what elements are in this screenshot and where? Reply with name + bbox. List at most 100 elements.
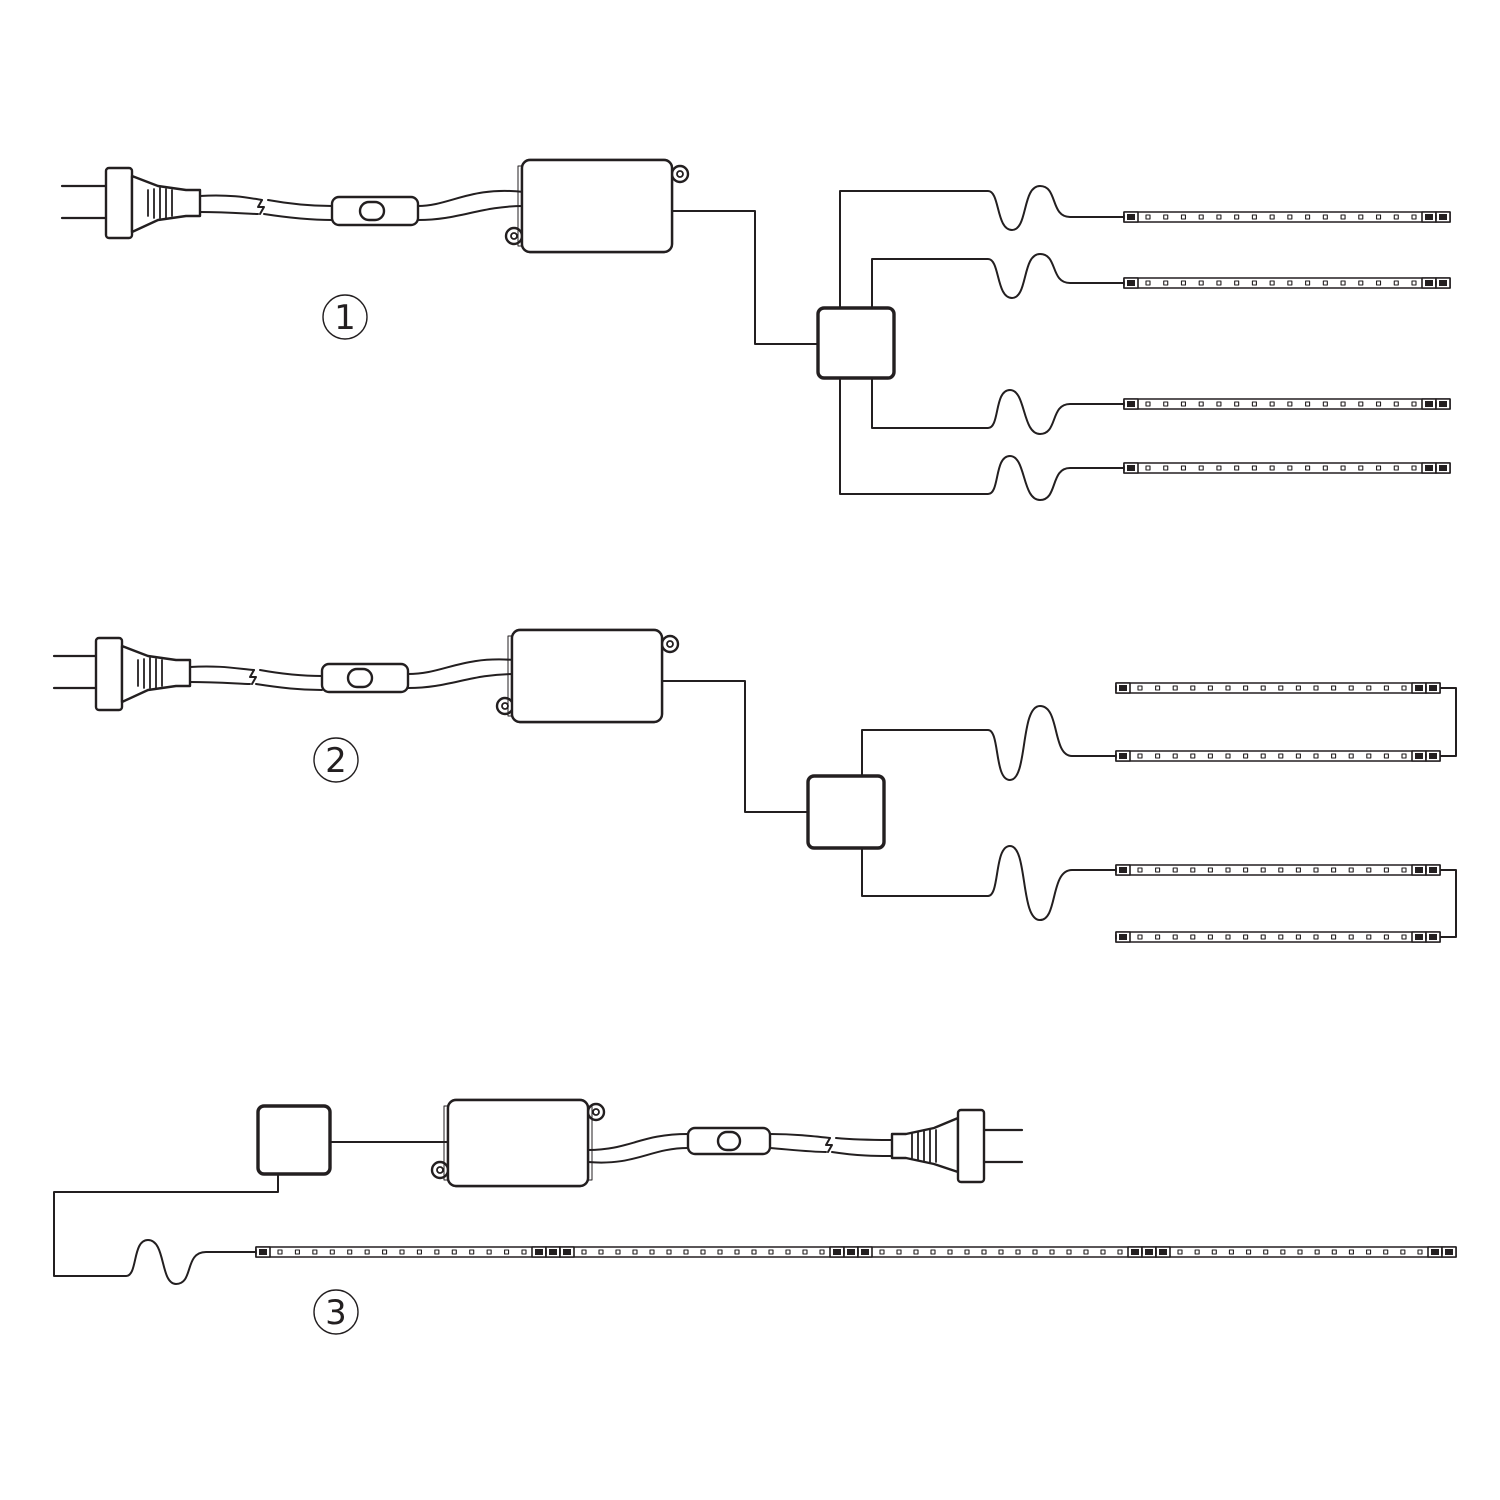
led-chip: [1155, 753, 1161, 759]
led-strip: [857, 1246, 1157, 1258]
led-chip: [1260, 685, 1266, 691]
led-chip: [399, 1249, 405, 1255]
inline-switch: [686, 1126, 772, 1156]
led-chip: [1251, 214, 1257, 220]
led-chip: [312, 1249, 318, 1255]
led-chip: [1322, 214, 1328, 220]
led-chip: [1417, 1249, 1423, 1255]
strip-jumper-cables: [1437, 687, 1457, 938]
config-label-text: 3: [325, 1293, 347, 1333]
led-chip: [1366, 685, 1372, 691]
led-chip: [1375, 280, 1382, 286]
strip-connector: [1435, 277, 1451, 289]
led-chip: [1295, 685, 1301, 691]
inline-switch: [330, 195, 420, 227]
led-chip: [1198, 280, 1204, 286]
config-label-text: 1: [334, 298, 356, 338]
led-strips: [1115, 682, 1441, 943]
strip-connector: [1425, 864, 1441, 876]
led-chip: [1225, 934, 1231, 940]
led-chip: [1400, 1249, 1406, 1255]
led-chip: [598, 1249, 604, 1255]
led-chip: [277, 1249, 283, 1255]
led-chip: [521, 1249, 527, 1255]
led-chip: [1383, 1249, 1389, 1255]
led-chip: [1216, 214, 1222, 220]
led-chip: [1216, 280, 1222, 286]
led-chip: [1260, 867, 1266, 873]
led-chip: [1411, 465, 1417, 471]
led-chip: [1137, 934, 1143, 940]
led-chip: [1375, 214, 1382, 220]
led-chip: [416, 1249, 422, 1255]
led-chip: [1313, 934, 1319, 940]
strip-connector: [1123, 462, 1139, 474]
led-chip: [1180, 401, 1187, 407]
led-chip: [1251, 465, 1257, 471]
led-chip: [1383, 685, 1389, 691]
strip-connector: [1115, 864, 1131, 876]
led-chip: [1278, 753, 1284, 759]
led-chip: [1401, 934, 1407, 940]
strip-connector: [1425, 682, 1441, 694]
led-chip: [1269, 214, 1275, 220]
distribution-hub: [806, 774, 886, 850]
led-strip: [559, 1246, 859, 1258]
led-chip: [1260, 934, 1266, 940]
led-chip: [1340, 280, 1346, 286]
led-chip: [1305, 465, 1311, 471]
led-chip: [879, 1249, 885, 1255]
led-chip: [1207, 934, 1213, 940]
led-chip: [1198, 401, 1204, 407]
strip-connector: [1141, 1246, 1157, 1258]
led-chip: [1243, 934, 1249, 940]
led-chip: [451, 1249, 457, 1255]
led-chip: [1383, 867, 1389, 873]
led-strips: [1123, 211, 1451, 474]
strip-connector: [829, 1246, 845, 1258]
led-chip: [649, 1249, 655, 1255]
led-chip: [981, 1249, 987, 1255]
strip-connector: [1123, 398, 1139, 410]
led-chip: [486, 1249, 492, 1255]
led-chip: [1383, 753, 1389, 759]
power-cable: [199, 194, 333, 221]
power-plug: [890, 1108, 1024, 1184]
strip-connector: [1411, 931, 1427, 943]
led-chip: [768, 1249, 774, 1255]
power-adapter: [495, 628, 680, 724]
led-chip: [666, 1249, 672, 1255]
led-chip: [1340, 465, 1346, 471]
led-chip: [1177, 1249, 1183, 1255]
led-chip: [1401, 867, 1407, 873]
strip-connector: [1123, 211, 1139, 223]
strip-connector: [1127, 1246, 1143, 1258]
led-chip: [1163, 280, 1169, 286]
led-strip: [1155, 1246, 1457, 1258]
led-strip: [1115, 864, 1441, 876]
led-chip: [913, 1249, 919, 1255]
led-chip: [1207, 867, 1213, 873]
led-chip: [1401, 685, 1407, 691]
led-chip: [1194, 1249, 1200, 1255]
adapter-output-cable: [671, 210, 819, 345]
strip-connector: [1421, 277, 1437, 289]
led-chip: [1207, 685, 1213, 691]
led-chip: [1295, 867, 1301, 873]
led-chip: [1287, 214, 1293, 220]
led-chip: [1243, 867, 1249, 873]
led-chip: [1411, 214, 1417, 220]
led-chip: [734, 1249, 740, 1255]
led-chip: [1269, 465, 1275, 471]
strip-connector: [1421, 211, 1437, 223]
led-chip: [1295, 753, 1301, 759]
configuration-1: 1: [60, 158, 1451, 501]
led-chip: [1305, 280, 1311, 286]
led-chip: [1393, 214, 1399, 220]
strip-connector: [1427, 1246, 1443, 1258]
led-chip: [434, 1249, 440, 1255]
led-chip: [1297, 1249, 1303, 1255]
distribution-hub: [256, 1104, 332, 1176]
led-chip: [1198, 465, 1204, 471]
